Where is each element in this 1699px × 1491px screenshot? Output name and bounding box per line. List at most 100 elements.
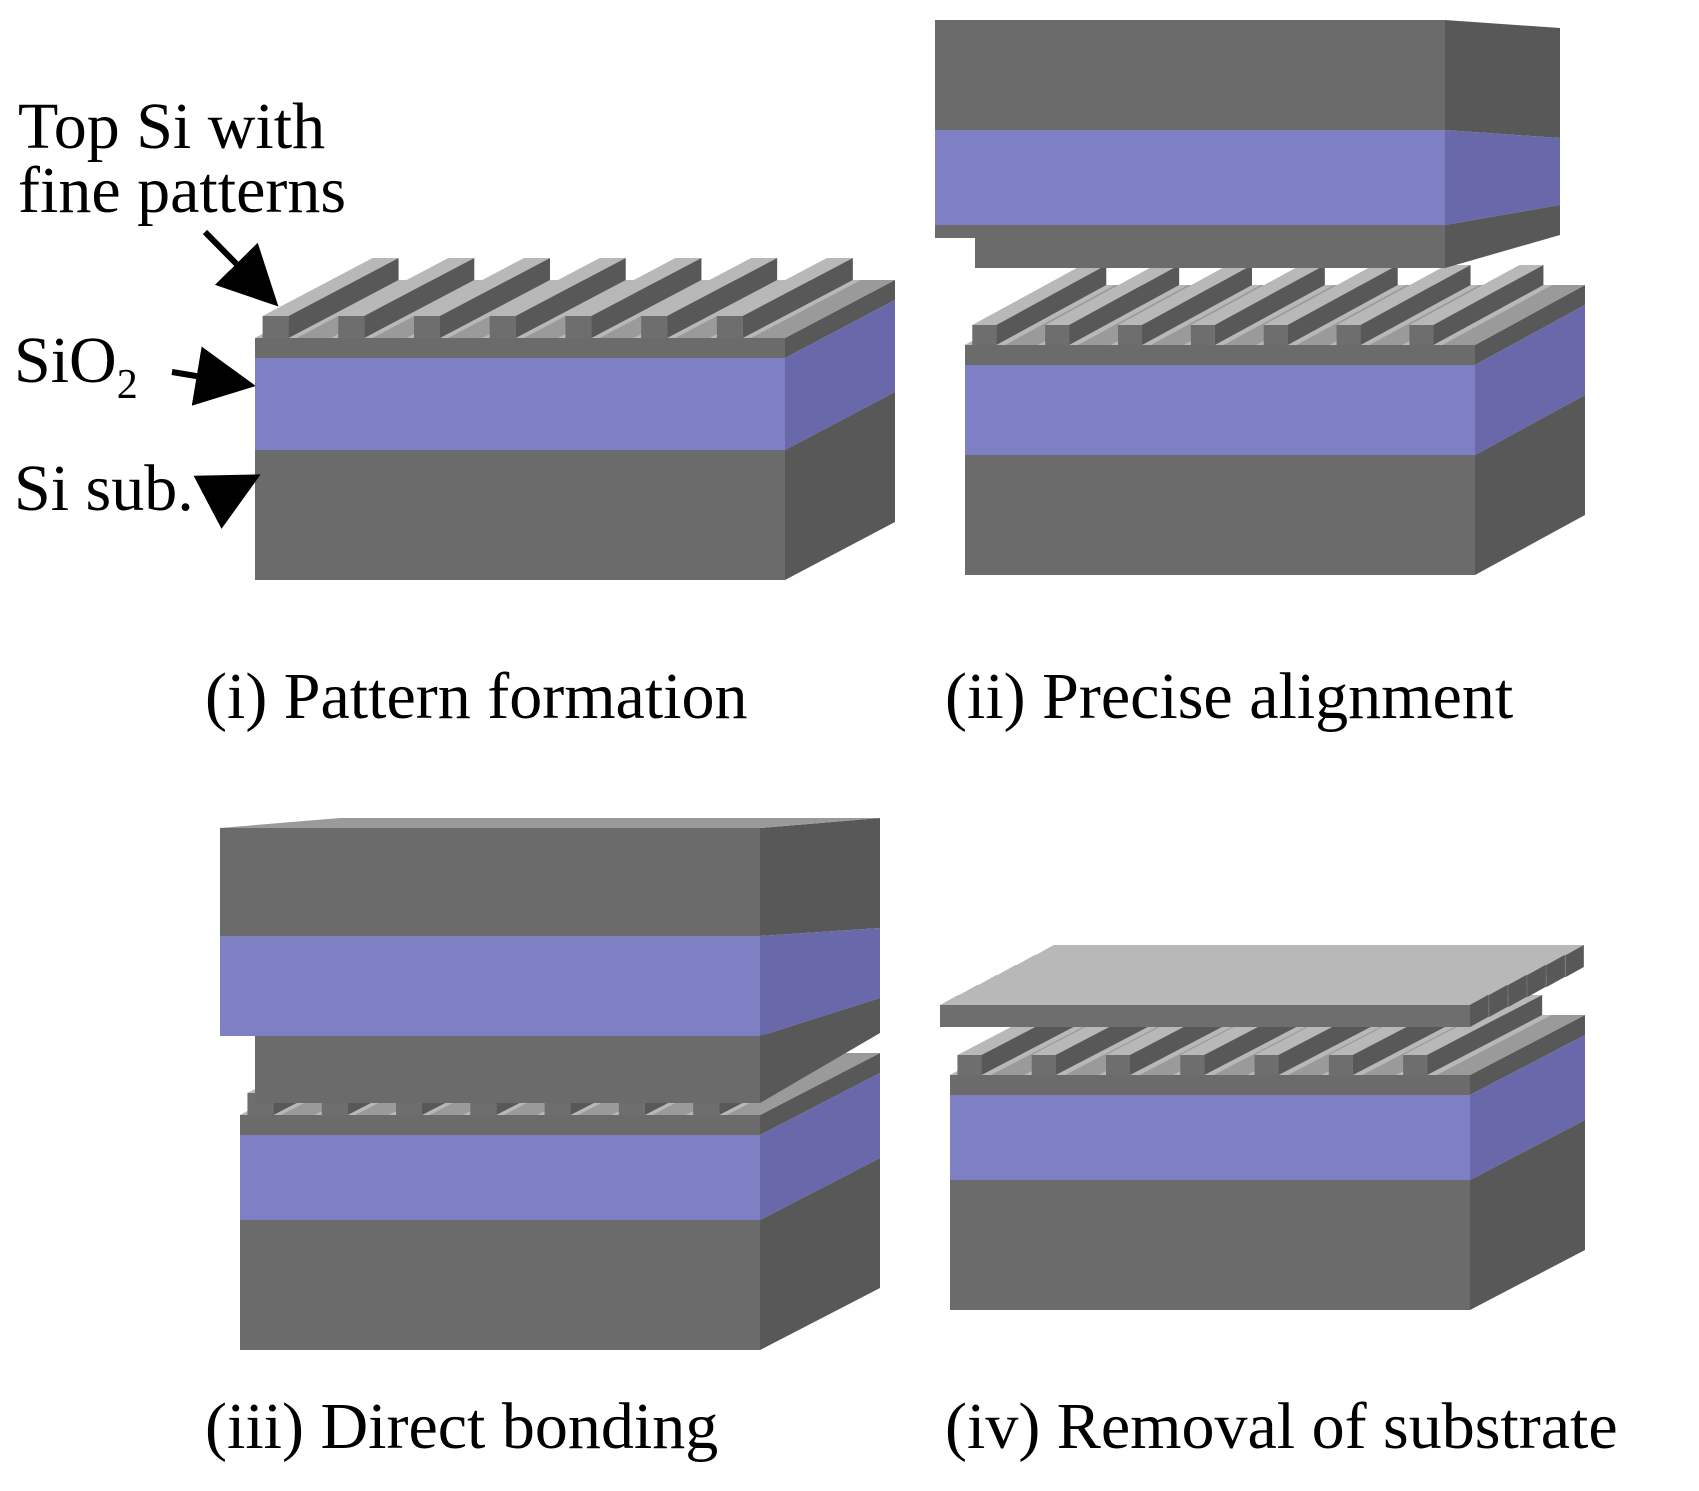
label-sio2: SiO2 bbox=[14, 324, 138, 408]
p2-bottom-oxide-layer-side bbox=[1475, 305, 1585, 455]
p1-rail-side bbox=[364, 258, 475, 338]
p2-bottom-rail-front bbox=[1263, 325, 1288, 345]
p3-top-thin-si-front bbox=[255, 1036, 760, 1103]
p2-top-oxide-front bbox=[935, 130, 1445, 225]
arrow-si-sub bbox=[193, 474, 261, 529]
arrow-top-si bbox=[202, 229, 279, 307]
p4-cross-rail-top bbox=[978, 975, 1527, 985]
p2-top-si-substrate-side bbox=[1445, 20, 1560, 138]
p4-cross-rail-top bbox=[1016, 955, 1565, 965]
p4-rail-front bbox=[1180, 1055, 1205, 1075]
p2-bottom-rail-top bbox=[1045, 265, 1180, 325]
p1-si-substrate-side bbox=[785, 392, 895, 580]
p1-rail-side bbox=[288, 258, 399, 338]
p2-top-si-substrate-front bbox=[935, 20, 1445, 130]
p2-bottom-rail-side bbox=[1069, 265, 1180, 345]
p4-oxide-layer-front bbox=[950, 1095, 1470, 1180]
p4-cross-rail-side bbox=[1546, 955, 1565, 987]
caption-step4: (iv) Removal of substrate bbox=[945, 1390, 1618, 1463]
p1-rail-side bbox=[742, 258, 853, 338]
p4-si-substrate-side bbox=[1470, 1120, 1585, 1310]
p4-rail-front bbox=[1403, 1055, 1428, 1075]
p1-si-substrate-front bbox=[255, 450, 785, 580]
p4-oxide-layer-side bbox=[1470, 1035, 1585, 1180]
p2-top-oxide-side bbox=[1445, 130, 1560, 225]
p4-cross-rail-top bbox=[997, 965, 1546, 975]
p1-oxide-layer-front bbox=[255, 358, 785, 450]
panel-removal-of-substrate bbox=[940, 945, 1585, 1310]
p4-top-si-layer-side bbox=[1470, 1015, 1585, 1095]
p2-bottom-rail-side bbox=[996, 265, 1107, 345]
caption-step3: (iii) Direct bonding bbox=[205, 1390, 718, 1463]
p1-top-si-layer-front bbox=[255, 338, 785, 358]
panel-direct-bonding bbox=[220, 818, 880, 1350]
p3-top-si-substrate-side bbox=[760, 818, 880, 936]
p2-bottom-si-substrate-side bbox=[1475, 395, 1585, 575]
panel-pattern-formation bbox=[255, 258, 895, 580]
p4-rail-side bbox=[1427, 995, 1543, 1075]
p4-rail-front bbox=[1328, 1055, 1353, 1075]
p2-bottom-rail-front bbox=[1118, 325, 1142, 345]
p4-cross-rail-top bbox=[1035, 945, 1584, 955]
p2-bottom-top-si-layer-front bbox=[965, 345, 1475, 365]
p3-top-thin-si-side bbox=[760, 998, 880, 1103]
p4-cross-rail-side bbox=[1565, 945, 1584, 977]
label-si-sub: Si sub. bbox=[14, 452, 194, 525]
p1-rail-top bbox=[716, 258, 853, 316]
p2-bottom-rail-front bbox=[1336, 325, 1361, 345]
p4-cross-rail-top bbox=[940, 995, 1488, 1005]
p2-bottom-rail-top bbox=[972, 265, 1107, 325]
p1-rail-top bbox=[489, 258, 626, 316]
p2-bottom-rail-front bbox=[1045, 325, 1070, 345]
p2-bottom-rail-side bbox=[1142, 265, 1252, 345]
p2-bottom-rail-side bbox=[1433, 265, 1544, 345]
p2-bottom-rail-top bbox=[1263, 265, 1398, 325]
p3-bottom-oxide-layer-front bbox=[240, 1135, 760, 1220]
p3-bottom-oxide-layer-side bbox=[760, 1073, 880, 1220]
p1-rail-front bbox=[716, 316, 743, 338]
p2-bottom-rail-top bbox=[1190, 265, 1325, 325]
p2-bottom-rail-front bbox=[972, 325, 997, 345]
arrow-sio2 bbox=[171, 346, 256, 406]
p1-rail-front bbox=[262, 316, 289, 338]
p2-top-thin-si-side bbox=[1445, 205, 1560, 268]
p3-top-si-substrate-front bbox=[220, 828, 760, 936]
p1-rail-top bbox=[338, 258, 475, 316]
p2-bottom-oxide-layer-front bbox=[965, 365, 1475, 455]
p3-bottom-si-substrate-side bbox=[760, 1158, 880, 1350]
p4-cross-rail-side bbox=[1470, 995, 1488, 1027]
p1-rail-top bbox=[414, 258, 550, 316]
p2-top-thin-si-front bbox=[975, 225, 1445, 268]
p3-bottom-top-si-layer-front bbox=[240, 1115, 760, 1135]
p1-rail-side bbox=[591, 258, 702, 338]
p1-top-si-layer-side bbox=[785, 280, 895, 358]
p4-cross-rail-side bbox=[1489, 985, 1508, 1017]
p4-rail-front bbox=[1254, 1055, 1279, 1075]
p4-si-substrate-front bbox=[950, 1180, 1470, 1310]
p4-cross-rail-side bbox=[1527, 965, 1546, 997]
p2-bottom-si-substrate-front bbox=[965, 455, 1475, 575]
p4-top-si-layer-front bbox=[950, 1075, 1470, 1095]
p4-rail-front bbox=[1106, 1055, 1130, 1075]
p2-bottom-rail-side bbox=[1287, 265, 1398, 345]
p1-rail-front bbox=[338, 316, 365, 338]
p1-rail-top bbox=[565, 258, 702, 316]
p1-rail-side bbox=[440, 258, 550, 338]
label-top-si-line1: Top Si with bbox=[18, 90, 325, 163]
p2-bottom-top-si-layer-side bbox=[1475, 285, 1585, 365]
p4-cross-rail-front bbox=[940, 1005, 1470, 1027]
p1-rail-top bbox=[262, 258, 399, 316]
p4-rail-front bbox=[1031, 1055, 1056, 1075]
p1-rail-side bbox=[515, 258, 626, 338]
p1-rail-front bbox=[414, 316, 440, 338]
p1-rail-side bbox=[667, 258, 778, 338]
p2-top-thin-si-lip bbox=[935, 225, 975, 238]
p3-top-si-substrate-top bbox=[220, 818, 880, 828]
p2-bottom-rail-side bbox=[1214, 265, 1325, 345]
caption-step1: (i) Pattern formation bbox=[205, 660, 748, 733]
p2-bottom-rail-front bbox=[1190, 325, 1215, 345]
p1-rail-front bbox=[641, 316, 668, 338]
p2-bottom-rail-top bbox=[1118, 265, 1252, 325]
